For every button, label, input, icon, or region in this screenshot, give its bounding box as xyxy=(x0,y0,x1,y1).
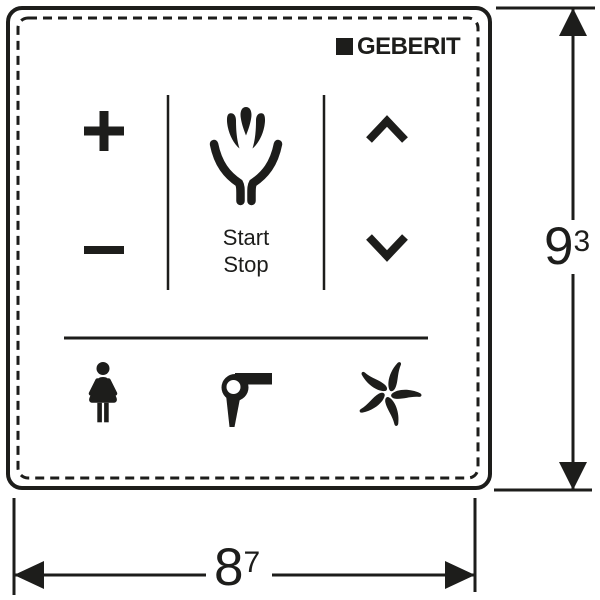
height-value: 9 xyxy=(544,217,574,276)
panel-outline xyxy=(6,6,492,490)
panel-dashed-border xyxy=(16,16,480,480)
width-superscript: 7 xyxy=(243,546,261,579)
height-arrow-up-icon xyxy=(559,8,587,36)
geberit-logo-text: GEBERIT xyxy=(357,33,461,60)
lady-wash-icon xyxy=(88,362,118,423)
geberit-logo-mark-icon xyxy=(336,38,353,55)
plus-icon xyxy=(84,111,124,151)
start-stop-label: Start Stop xyxy=(168,224,324,278)
height-arrow-down-icon xyxy=(559,462,587,490)
fan-icon xyxy=(359,362,422,426)
height-superscript: 3 xyxy=(573,225,591,258)
spray-icon xyxy=(209,107,283,206)
start-label: Start xyxy=(222,225,270,250)
height-dimension-label: 93 xyxy=(544,220,591,273)
dryer-icon xyxy=(221,373,272,427)
width-dimension-label: 87 xyxy=(214,541,261,594)
width-dimension xyxy=(12,498,477,595)
stop-label: Stop xyxy=(223,252,269,277)
height-dimension xyxy=(494,6,595,492)
width-arrow-left-icon xyxy=(14,561,44,589)
chevron-up-icon xyxy=(366,115,408,143)
width-value: 8 xyxy=(214,538,244,597)
chevron-down-icon xyxy=(366,234,408,262)
width-arrow-right-icon xyxy=(445,561,475,589)
geberit-logo: GEBERIT xyxy=(336,33,461,60)
